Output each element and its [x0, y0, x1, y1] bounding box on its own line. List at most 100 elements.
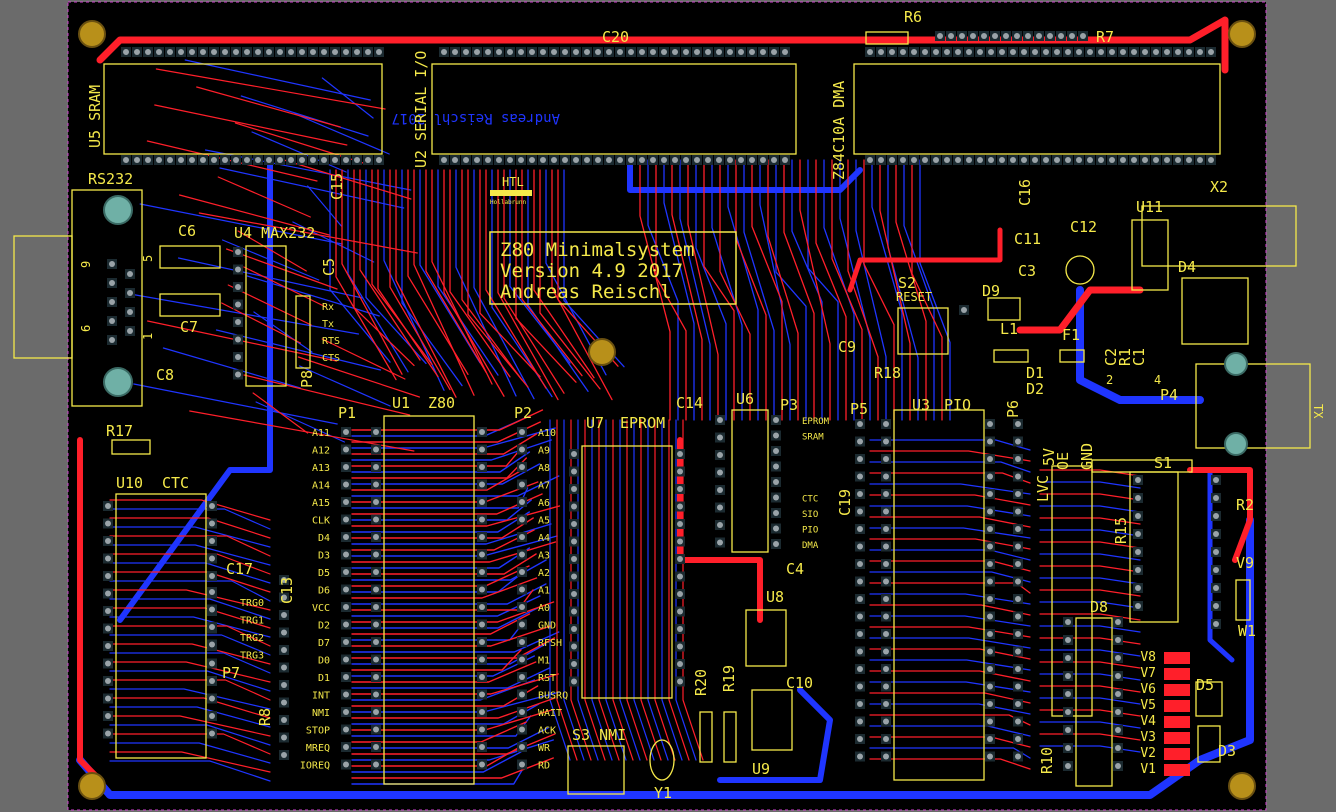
p6-hole — [1015, 491, 1021, 497]
u7-left-hole — [571, 678, 577, 685]
u12-top-hole — [1164, 49, 1170, 55]
u10-right-hole — [209, 573, 215, 579]
u12-bottom-hole — [878, 157, 884, 163]
bus-trace — [895, 159, 927, 421]
led-body — [1164, 764, 1190, 776]
bus-trace — [919, 159, 951, 421]
bus-trace — [351, 643, 547, 665]
bus-trace — [351, 649, 522, 671]
bus-trace — [351, 433, 538, 455]
u1-left-hole — [373, 621, 379, 628]
htl-logo: HTL Hollabrunn — [490, 175, 532, 206]
p2-hole — [519, 691, 525, 698]
u2-bottom-hole — [485, 157, 491, 163]
label-d1: D1 — [1026, 364, 1044, 382]
p1-pin-label: D0 — [318, 656, 330, 667]
bus-trace — [640, 419, 662, 761]
u10-right-hole — [209, 713, 215, 719]
u7-right-hole — [677, 521, 683, 527]
u5-top-hole — [332, 49, 338, 55]
bus-trace — [198, 212, 418, 254]
bus-trace — [743, 159, 775, 421]
u12-bottom-hole — [1032, 157, 1038, 163]
p2-pin-label: ACK — [538, 726, 556, 737]
label-u5: U5 SRAM — [86, 85, 104, 148]
p3-hole — [773, 463, 779, 470]
rs232-screw-bottom — [103, 367, 133, 397]
u12-top-hole — [933, 49, 939, 55]
led-body — [1164, 652, 1190, 664]
u7-eprom-outline — [581, 445, 673, 699]
u1-right-hole — [479, 726, 485, 733]
label-d5: D5 — [1196, 676, 1214, 694]
label-db9-1: 1 — [141, 333, 155, 340]
bus-trace — [215, 329, 382, 371]
u1-right-hole — [479, 604, 485, 610]
bus-trace — [251, 131, 347, 173]
label-c2: C2 — [1102, 348, 1120, 366]
u7-right-hole — [677, 538, 683, 545]
u5-top-hole — [167, 49, 173, 55]
p6-hole — [1015, 631, 1021, 637]
u7-left-hole — [571, 573, 577, 580]
bus-trace — [591, 419, 613, 761]
label-c19: C19 — [836, 489, 854, 516]
s1-right-hole — [1213, 477, 1219, 483]
oe-gnd-outline — [1091, 459, 1193, 473]
bus-trace — [869, 626, 1031, 638]
u2-top-hole — [606, 49, 612, 55]
bus-trace — [449, 169, 511, 378]
p2-hole — [519, 586, 525, 593]
label-p7: P7 — [222, 664, 240, 682]
s1-right-hole — [1213, 621, 1219, 627]
d8-left-hole — [1065, 637, 1071, 643]
p6-hole — [1015, 456, 1021, 462]
led-body — [1164, 668, 1190, 680]
label-c7: C7 — [180, 318, 198, 336]
p6-hole — [1015, 526, 1021, 532]
mounting-hole-center — [588, 338, 616, 366]
u1-left-hole — [373, 726, 379, 733]
p1-pin-label: STOP — [306, 726, 330, 737]
bus-trace — [351, 607, 539, 629]
bus-trace — [109, 589, 271, 611]
bus-trace — [869, 439, 1031, 451]
label-u4: U4 MAX232 — [234, 224, 315, 242]
u2-bottom-hole — [507, 157, 513, 163]
p1-hole — [343, 744, 349, 750]
u11-outline — [1131, 219, 1169, 291]
bus-trace — [695, 159, 727, 421]
u1-right-hole — [479, 744, 485, 750]
designator-labels: U5 SRAM U2 SERIAL I/O Z84C10A DMA U4 MAX… — [79, 8, 1325, 802]
u5-bottom-hole — [145, 157, 151, 163]
u7-right-hole — [677, 451, 683, 457]
p1-hole — [343, 656, 349, 663]
p5-hole — [857, 438, 863, 445]
p6-hole — [1015, 596, 1021, 602]
bus-trace — [687, 159, 719, 421]
bus-trace — [533, 169, 595, 379]
ground-trace-mid — [717, 687, 833, 783]
bus-trace — [178, 194, 330, 236]
p2-hole — [519, 569, 525, 575]
u2-bottom-hole — [628, 157, 634, 163]
mounting-hole-bl — [78, 772, 106, 800]
u1-right-hole — [479, 534, 485, 540]
bus-trace — [1039, 661, 1141, 669]
d8-right-hole — [1115, 745, 1121, 751]
label-oe: OE — [1054, 452, 1072, 470]
label-c14: C14 — [676, 394, 703, 412]
u7-left-hole — [571, 538, 577, 545]
s1-left-hole — [1135, 477, 1141, 483]
p1-pin-label: CLK — [312, 516, 330, 527]
p7-pin-label: TRG2 — [240, 633, 264, 644]
r7-hole — [1058, 33, 1064, 39]
rs232-shell-outline — [13, 235, 73, 359]
bus-trace — [162, 347, 301, 389]
bus-trace — [335, 169, 397, 381]
bus-trace — [869, 516, 1031, 528]
r7-hole — [981, 33, 987, 39]
u12-top-hole — [1054, 49, 1060, 55]
u6-left-hole — [717, 539, 723, 546]
u12-bottom-hole — [966, 157, 972, 163]
